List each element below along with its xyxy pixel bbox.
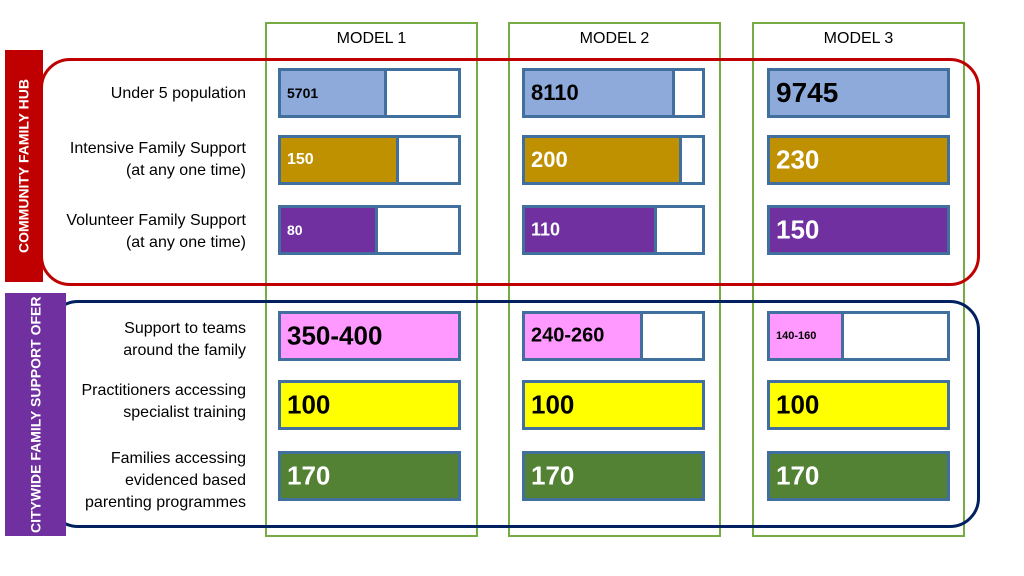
bar-fill <box>525 208 658 252</box>
bar-value: 200 <box>531 147 568 172</box>
community-family-hub-tab: COMMUNITY FAMILY HUB <box>5 50 43 282</box>
row-label-intensive-support: Intensive Family Support(at any one time… <box>69 140 246 179</box>
bar-value: 5701 <box>287 85 319 101</box>
bar-fill <box>770 383 947 427</box>
bar-row3-model3: 150 <box>767 205 950 255</box>
bar-fill <box>281 454 458 498</box>
bar-value: 170 <box>531 460 575 491</box>
bar-row4-model2: 240-260 <box>522 311 705 361</box>
bar-row1-model2: 8110 <box>522 68 705 118</box>
bar-fill <box>770 138 947 182</box>
bar-fill <box>281 71 387 115</box>
bar-fill <box>770 454 947 498</box>
bar-row2-model2: 200 <box>522 135 705 185</box>
bar-row5-model3: 100 <box>767 380 950 430</box>
bar-value: 170 <box>776 460 820 491</box>
bar-fill <box>281 208 378 252</box>
bar-row5-model2: 100 <box>522 380 705 430</box>
bar-value: 100 <box>776 389 820 420</box>
bar-fill <box>525 454 702 498</box>
bar-row4-model3: 140-160 <box>767 311 950 361</box>
bar-fill <box>770 208 947 252</box>
bar-row6-model2: 170 <box>522 451 705 501</box>
bar-fill <box>770 71 947 115</box>
bar-value: 150 <box>776 214 820 245</box>
bar-fill <box>281 383 458 427</box>
bar-row2-model3: 230 <box>767 135 950 185</box>
citywide-family-support-tab: CITYWIDE FAMILY SUPPORT OFER <box>5 293 66 536</box>
bar-value: 170 <box>287 460 331 491</box>
row-label-under-5: Under 5 population <box>110 85 246 102</box>
bar-row3-model2: 110 <box>522 205 705 255</box>
model-1-title: MODEL 1 <box>336 30 407 47</box>
bar-value: 100 <box>287 389 331 420</box>
bar-fill <box>525 314 644 358</box>
community-family-hub-label: COMMUNITY FAMILY HUB <box>15 79 32 253</box>
bar-fill <box>770 314 844 358</box>
bar-value: 240-260 <box>531 324 605 347</box>
bar-row5-model1: 100 <box>278 380 461 430</box>
row-label-volunteer-support: Volunteer Family Support(at any one time… <box>66 212 246 251</box>
bar-fill <box>525 71 675 115</box>
bar-value: 80 <box>287 222 303 238</box>
bar-fill <box>525 383 702 427</box>
bar-row4-model1: 350-400 <box>278 311 461 361</box>
model-column-2: MODEL 2 <box>508 22 721 537</box>
bar-row1-model1: 5701 <box>278 68 461 118</box>
bar-value: 9745 <box>776 77 839 108</box>
bar-row2-model1: 150 <box>278 135 461 185</box>
bar-fill <box>281 314 458 358</box>
bar-fill <box>281 138 400 182</box>
model-column-1: MODEL 1 <box>265 22 478 537</box>
bar-row1-model3: 9745 <box>767 68 950 118</box>
bar-value: 110 <box>531 219 561 240</box>
model-2-title: MODEL 2 <box>579 30 650 47</box>
bar-value: 230 <box>776 144 820 175</box>
bar-row3-model1: 80 <box>278 205 461 255</box>
citywide-family-support-label: CITYWIDE FAMILY SUPPORT OFER <box>27 296 43 533</box>
bar-value: 140-160 <box>776 330 817 342</box>
bar-value: 350-400 <box>287 320 383 351</box>
bar-row6-model3: 170 <box>767 451 950 501</box>
bar-value: 100 <box>531 389 575 420</box>
bar-value: 150 <box>287 151 314 168</box>
model-3-title: MODEL 3 <box>823 30 894 47</box>
bar-row6-model1: 170 <box>278 451 461 501</box>
bar-fill <box>525 138 682 182</box>
bar-value: 8110 <box>531 80 579 105</box>
